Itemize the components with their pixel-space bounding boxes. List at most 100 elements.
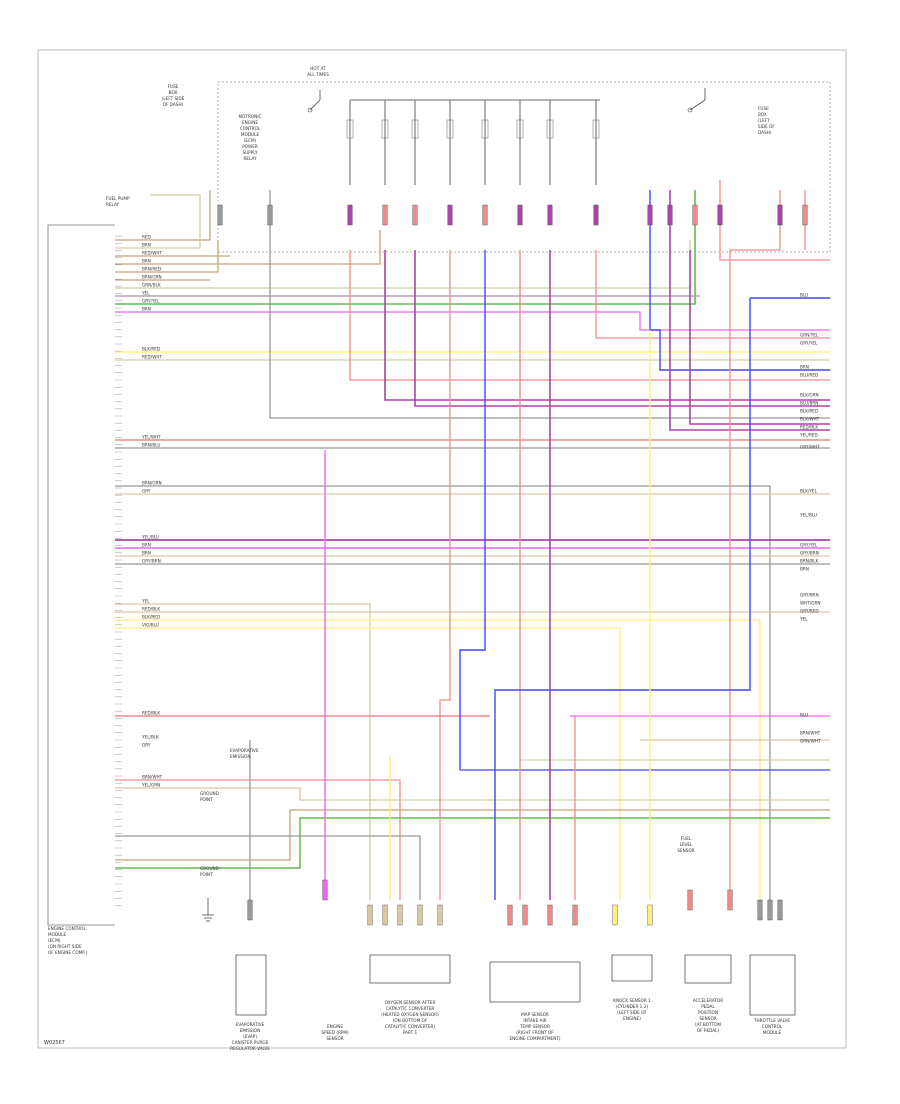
fuse-right-label: DASH) xyxy=(758,130,772,135)
accel-pedal-sensor-body xyxy=(684,954,732,984)
knock-sensor-body xyxy=(611,954,653,982)
left-wire-label: GRN/BLK xyxy=(142,283,161,288)
fuse-right-label: FUSE xyxy=(758,106,769,111)
fuel-level-label: FUEL xyxy=(681,836,692,841)
evap-inline-label: EVAPORATIVE xyxy=(230,748,259,753)
connector-pin xyxy=(757,899,763,921)
connector-pin xyxy=(777,899,783,921)
ground-symbol xyxy=(202,898,214,922)
right-wire-label: BLK/YEL xyxy=(800,489,818,494)
fuse-symbol xyxy=(381,119,389,139)
connector-pin xyxy=(382,904,388,926)
caption-pedal: SENSOR xyxy=(699,1016,716,1021)
ecm-label-line: (ON RIGHT SIDE xyxy=(48,944,82,949)
wire-red-450 xyxy=(439,250,451,900)
wire-gray-486 xyxy=(115,485,771,900)
caption-throttle: MODULE xyxy=(763,1030,782,1035)
connector-pin xyxy=(692,204,698,226)
connector-pin xyxy=(482,204,488,226)
ecm-label-line: MODULE xyxy=(48,932,67,937)
right-wire-label: GRY/YEL xyxy=(800,341,818,346)
left-wire-label: BLK/RED xyxy=(142,347,160,352)
ground-inline-label: GROUND xyxy=(200,791,219,796)
ecm-label-line: OF ENGINE COMP.) xyxy=(48,950,87,955)
connector-pin xyxy=(267,204,273,226)
left-wire-label: YEL/BLK xyxy=(141,735,159,740)
main-relay-label: CONTROL xyxy=(240,126,261,131)
ecm-label-line: ENGINE CONTROL xyxy=(48,926,86,931)
left-wire-label: RED/WHT xyxy=(142,355,162,360)
caption-o2: OXYGEN SENSOR AFTER xyxy=(385,1000,436,1005)
wire-red-720 xyxy=(719,180,830,261)
connector-layer xyxy=(217,204,808,926)
caption-throttle: THROTTLE VALVE xyxy=(753,1018,790,1023)
main-relay-label: POWER xyxy=(242,144,258,149)
caption-pedal: OF PEDAL) xyxy=(697,1028,720,1033)
wire-green-long xyxy=(115,190,696,305)
right-wire-label: BLU/BRN xyxy=(800,401,818,406)
left-wire-label: BRN/GRN xyxy=(142,481,162,486)
evap-inline-label: EMISSION xyxy=(230,754,250,759)
right-wire-label: GRY/YEL xyxy=(800,543,818,548)
caption-evap: EVAPORATIVE xyxy=(236,1022,265,1027)
ground-inline-label: POINT xyxy=(200,797,213,802)
fuel-level-label: LEVEL xyxy=(680,842,693,847)
fuse-symbol xyxy=(546,119,554,139)
right-wire-label: RED/BLK xyxy=(800,425,818,430)
fuel-pump-relay-label: FUEL PUMP xyxy=(106,196,130,201)
connector-pin xyxy=(802,204,808,226)
connector-pin xyxy=(717,204,723,226)
connector-pin xyxy=(437,904,443,926)
left-wire-label: BRN xyxy=(142,243,151,248)
caption-ckp: SENSOR xyxy=(326,1036,343,1041)
fuse-symbol xyxy=(592,119,600,139)
caption-knock: (CYLINDER 1-2) xyxy=(616,1004,649,1009)
connector-pin xyxy=(727,889,733,911)
throttle-module-body xyxy=(749,954,796,1016)
connector-pin xyxy=(322,879,328,901)
connector-pin xyxy=(412,204,418,226)
caption-map: INTAKE AIR xyxy=(523,1018,546,1023)
caption-ckp: SPEED (RPM) xyxy=(321,1030,349,1035)
wire-brown-fuse xyxy=(115,190,211,241)
caption-pedal: ACCELERATOR xyxy=(693,998,723,1003)
wire-yellow-620 xyxy=(115,619,761,900)
wire-gray-836 xyxy=(115,835,421,900)
right-wire-label: GRN/WHT xyxy=(800,739,821,744)
connector-pin xyxy=(347,204,353,226)
right-wire-label: GRY/BRN xyxy=(800,551,819,556)
wire-gray-418 xyxy=(269,190,830,419)
wire-purple-690 xyxy=(689,250,830,425)
wire-blue-650 xyxy=(649,190,830,371)
right-wire-label: BLU/RED xyxy=(800,373,818,378)
connector-pin xyxy=(547,904,553,926)
left-wire-label: BRN/WHT xyxy=(142,775,163,780)
relay-contact xyxy=(687,107,693,113)
caption-pedal: POSITION xyxy=(698,1010,718,1015)
left-wire-label: BRN/BLU xyxy=(142,443,160,448)
wire-tan-788 xyxy=(115,787,830,801)
connector-pin xyxy=(777,204,783,226)
fuse-right-label: SIDE OF xyxy=(758,124,775,129)
caption-o2: PART 1 xyxy=(403,1030,418,1035)
connector-pin xyxy=(447,204,453,226)
right-wire-label: YEL/BLU xyxy=(799,513,817,518)
left-wire-label: BRN xyxy=(142,543,151,548)
right-wire-label: GRY/RED xyxy=(800,609,819,614)
left-wire-label: GRY xyxy=(142,743,151,748)
ground-point-label: GROUND xyxy=(200,866,219,871)
connector-pin xyxy=(687,889,693,911)
right-wire-label: YEL xyxy=(799,617,808,622)
connector-pin xyxy=(522,904,528,926)
left-wire-label: RED/BLK xyxy=(142,607,160,612)
right-wire-label: YEL/RED xyxy=(799,433,818,438)
connector-pin xyxy=(397,904,403,926)
left-wire-label: VIO/BLU xyxy=(142,623,159,628)
caption-o2: CATALYTIC CONVERTER) xyxy=(385,1024,436,1029)
diagram-frame xyxy=(37,49,847,1049)
connector-pin xyxy=(507,904,513,926)
fuse-symbol xyxy=(516,119,524,139)
fuse-symbol xyxy=(411,119,419,139)
fuel-level-label: SENSOR xyxy=(677,848,694,853)
